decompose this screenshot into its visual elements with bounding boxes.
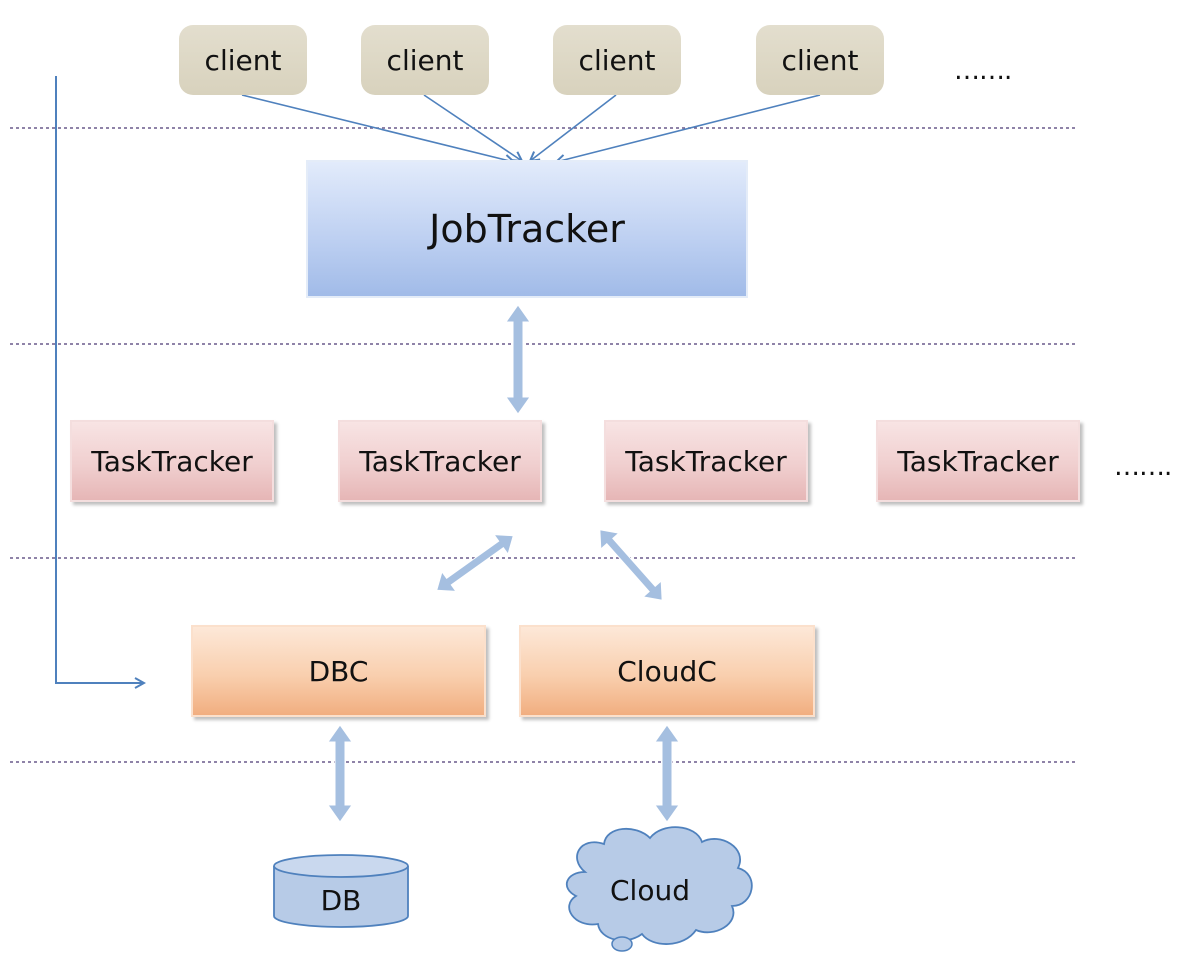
jobtracker-tasktracker-double-arrow [505,304,531,415]
client-node-3: client [553,25,681,95]
client-node-1: client [179,25,307,95]
jobtracker-label: JobTracker [429,207,625,251]
tasktracker-dbc-double-arrow [436,534,514,592]
cloudc-node: CloudC [519,625,815,717]
tasktracker-node-1: TaskTracker [70,420,274,502]
cloudc-cloud-double-arrow [654,724,680,823]
cloud-label: Cloud [610,874,690,907]
client-3-to-jobtracker-arrow [530,94,617,161]
client-label: client [204,43,282,77]
client-2-to-jobtracker-arrow [423,94,522,161]
clients-more-ellipsis: ……. [954,56,1012,86]
client-label: client [578,43,656,77]
tasktracker-node-3: TaskTracker [604,420,808,502]
tasktracker-label: TaskTracker [359,444,521,478]
cloudc-label: CloudC [617,654,717,688]
client-4-to-jobtracker-arrow [556,94,821,162]
tasktracker-label: TaskTracker [625,444,787,478]
tasktracker-cloudc-double-arrow [599,529,663,601]
tasktracker-node-2: TaskTracker [338,420,542,502]
dbc-label: DBC [308,654,369,688]
db-cylinder-icon [273,854,409,928]
tasktracker-label: TaskTracker [897,444,1059,478]
client-node-2: client [361,25,489,95]
client-label: client [781,43,859,77]
tasktracker-node-4: TaskTracker [876,420,1080,502]
tasktrackers-more-ellipsis: ……. [1114,452,1172,482]
tasktracker-label: TaskTracker [91,444,253,478]
cloud-icon [565,826,753,952]
client-1-to-jobtracker-arrow [241,94,514,162]
jobtracker-node: JobTracker [306,160,748,298]
db-label: DB [320,884,362,917]
left-elbow-arrow [55,76,144,683]
dbc-db-double-arrow [327,724,353,823]
client-node-4: client [756,25,884,95]
client-label: client [386,43,464,77]
dbc-node: DBC [191,625,486,717]
